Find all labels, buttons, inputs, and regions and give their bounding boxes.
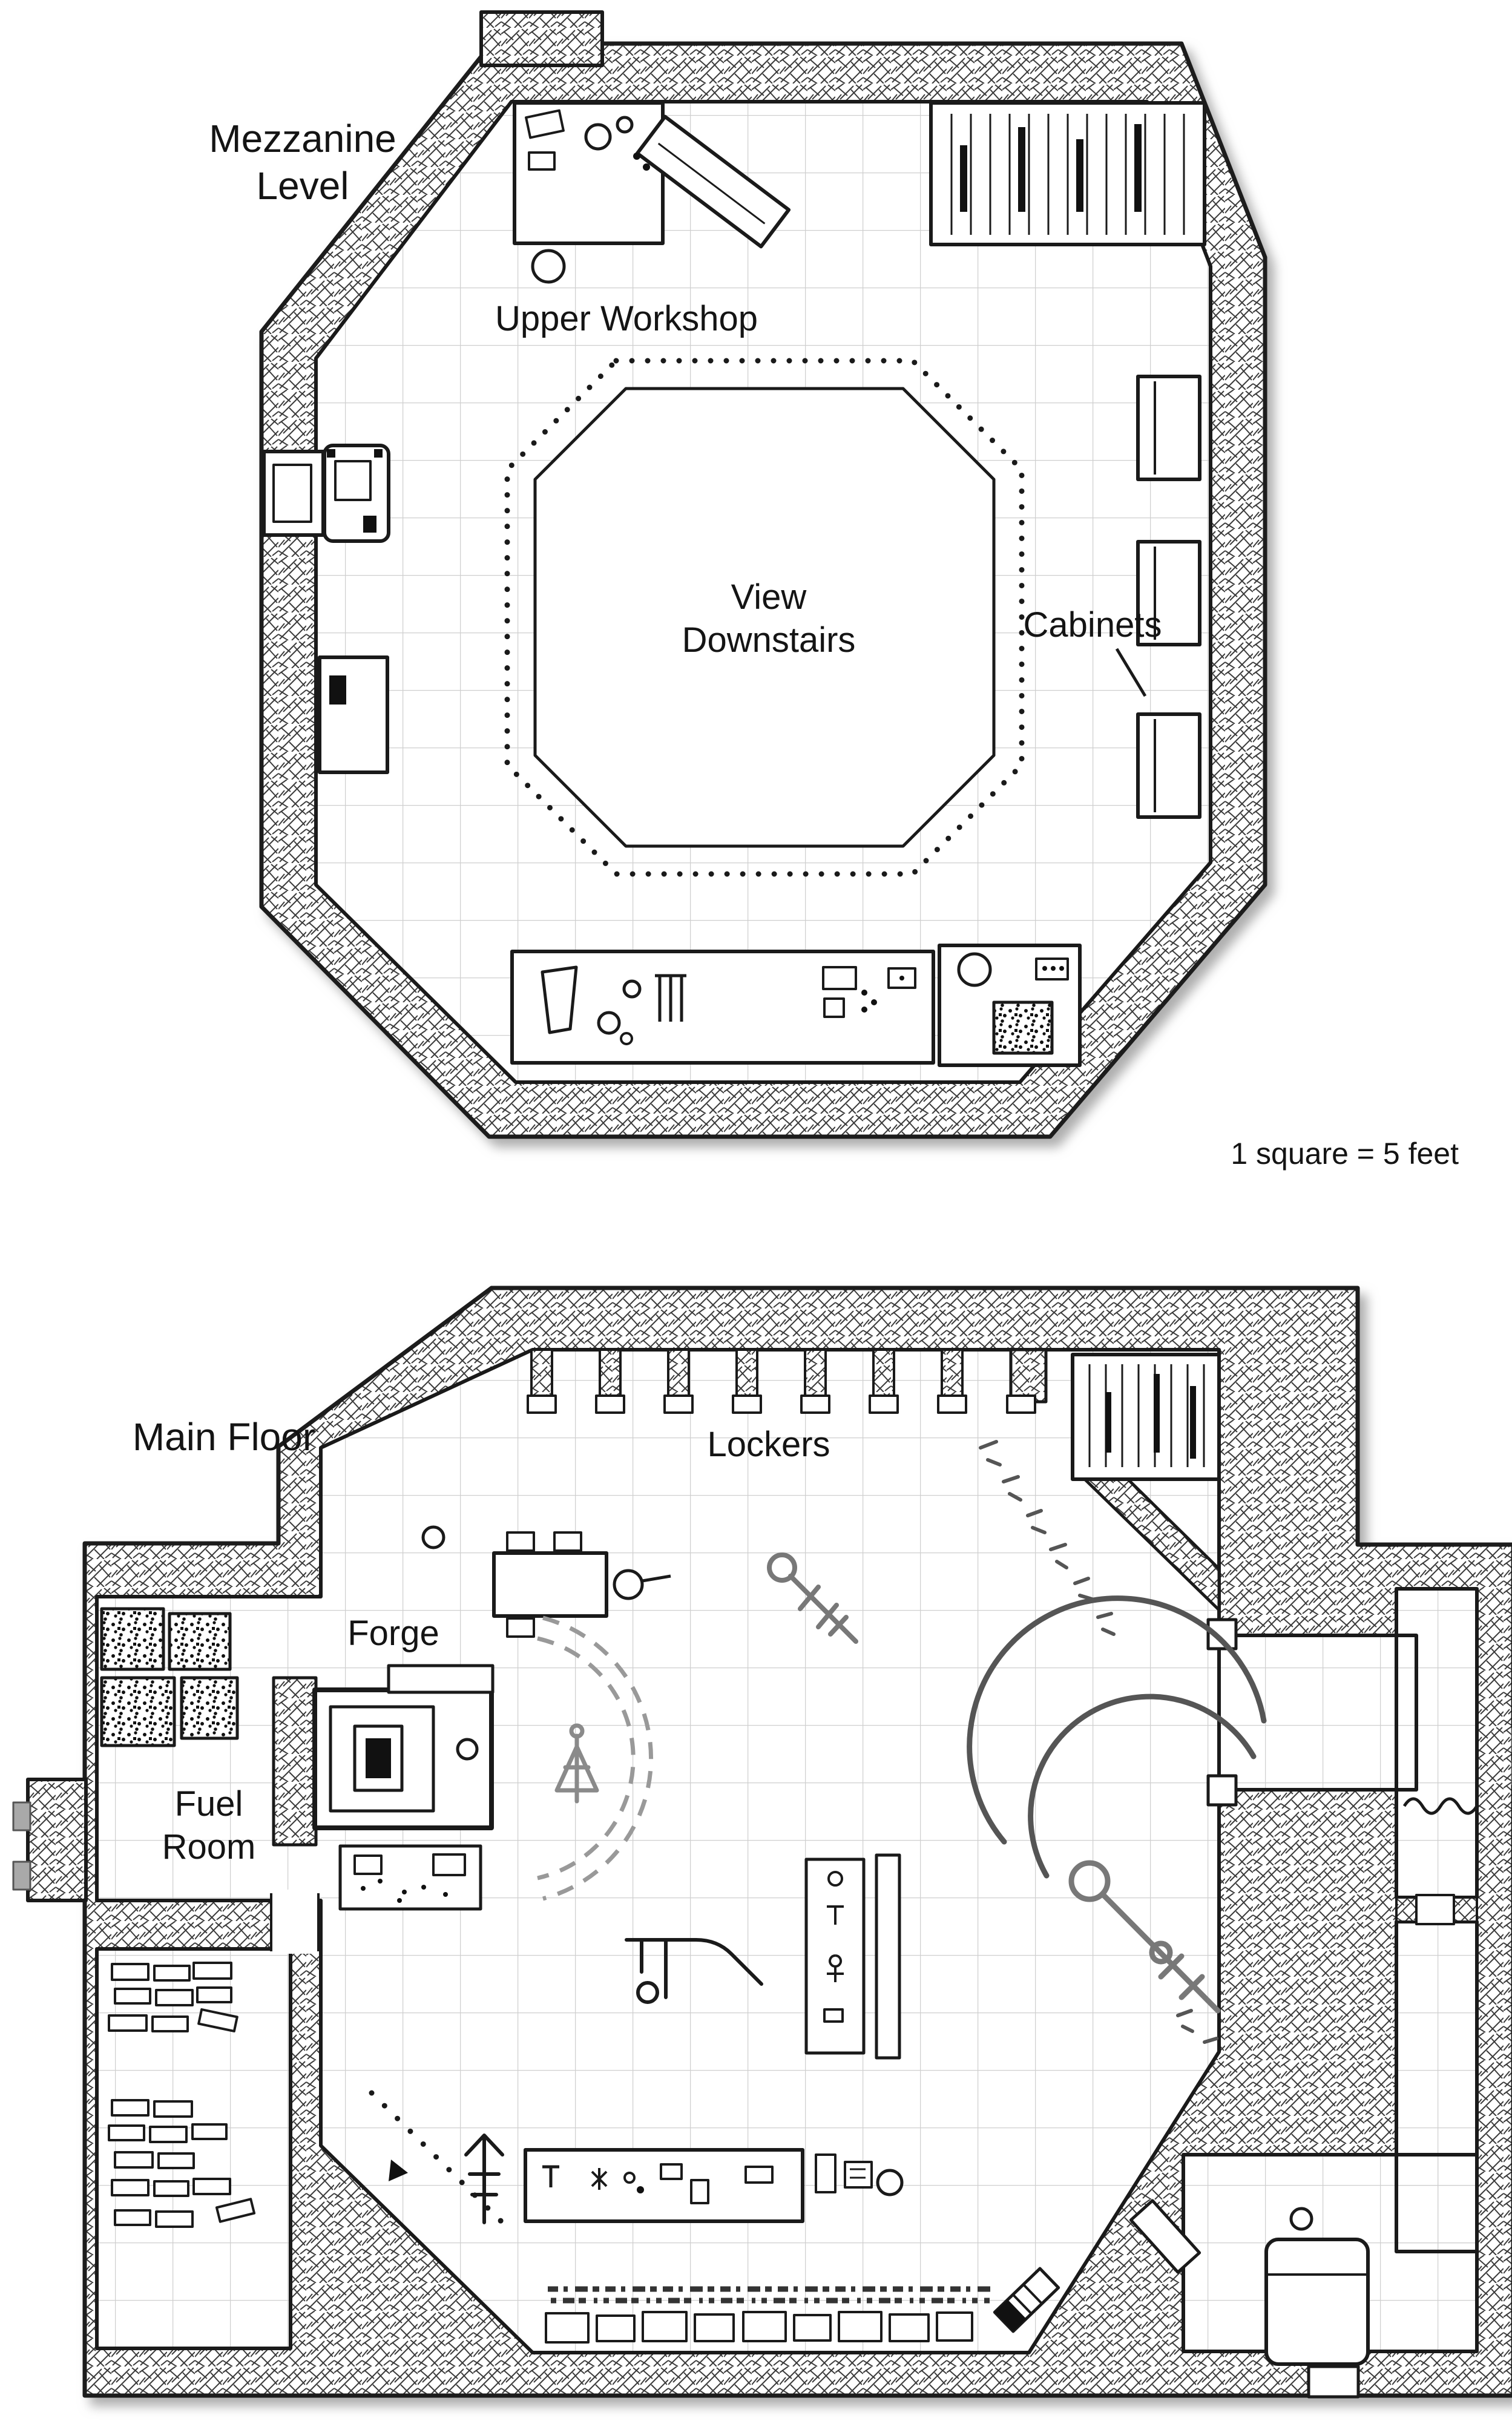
entry-door [262, 444, 390, 543]
floor-inscription [548, 2286, 993, 2304]
main-floor-title: Main Floor [132, 1415, 316, 1459]
door-jamb [12, 1801, 31, 1831]
mezzanine-title: Mezzanine Level [209, 117, 396, 208]
wall-crates-row [545, 2311, 973, 2344]
opening-edge [533, 387, 996, 848]
cabinet [1136, 540, 1201, 646]
upper-workbench [513, 101, 791, 284]
bed [1264, 2238, 1370, 2366]
pan [613, 1569, 644, 1600]
open-door-leaf [1129, 2199, 1201, 2274]
tool-sigil [767, 1552, 858, 1644]
mezzanine-map [259, 10, 1267, 1139]
lockers-row [527, 1348, 1036, 1414]
fuel-pile [108, 1962, 256, 2228]
cabinet [1136, 375, 1201, 481]
railing-dotted-edge [504, 358, 1025, 877]
lockers-label: Lockers [707, 1425, 830, 1464]
side-table [938, 944, 1082, 1067]
trident-rack [464, 2134, 504, 2224]
fuel-room-door-gap [271, 1890, 318, 1954]
magic-circle [967, 1440, 1267, 2044]
floor-drain [421, 1525, 445, 1549]
staff-glyph [1068, 1860, 1221, 2014]
main-floor-map [12, 1286, 1512, 2399]
door-gap [1415, 1894, 1455, 1925]
dotted-path [369, 2090, 507, 2227]
cabinets-label: Cabinets [1023, 605, 1162, 645]
cabinet [1136, 712, 1201, 819]
bedside-table [1307, 2365, 1360, 2399]
ladder-hatch [993, 2267, 1060, 2333]
exterior-porch [26, 1778, 88, 1902]
rune-triangle-glyph [554, 1723, 599, 1804]
view-downstairs-label: View Downstairs [682, 577, 856, 660]
wall-cabinets [1115, 375, 1201, 819]
view-downstairs-opening [504, 358, 1025, 877]
side-cabinet [318, 655, 389, 774]
scale-note: 1 square = 5 feet [1231, 1137, 1459, 1171]
shelving-unit [929, 101, 1206, 246]
main-floor-grid [97, 1350, 1477, 2353]
coal-crates [100, 1607, 239, 1747]
forge-side-table [338, 1844, 482, 1911]
speckled-crate [992, 1000, 1054, 1055]
chaise-bench [625, 1938, 763, 2004]
forge-ritual-arcs [537, 1615, 653, 1901]
forge-wall-stub [272, 1676, 318, 1847]
door-jamb [12, 1861, 31, 1891]
cabinets-label-pointer [1115, 648, 1147, 697]
forge-label: Forge [347, 1614, 439, 1653]
fuel-room-label: Fuel Room [162, 1784, 256, 1867]
forge [312, 1664, 495, 1830]
center-tables [804, 1853, 901, 2060]
storage-shelf [1071, 1353, 1221, 1481]
stool [531, 249, 566, 284]
bedroom-furniture [1129, 2199, 1370, 2399]
wall-buttress [479, 10, 604, 67]
lower-workbench [510, 950, 935, 1065]
water-squiggle [1402, 1797, 1479, 1815]
rune-column [979, 1440, 1116, 1636]
work-table [492, 1531, 671, 1638]
rune-small [1176, 2009, 1218, 2044]
upper-workshop-label: Upper Workshop [495, 299, 758, 338]
bottom-workbench [524, 2148, 904, 2223]
